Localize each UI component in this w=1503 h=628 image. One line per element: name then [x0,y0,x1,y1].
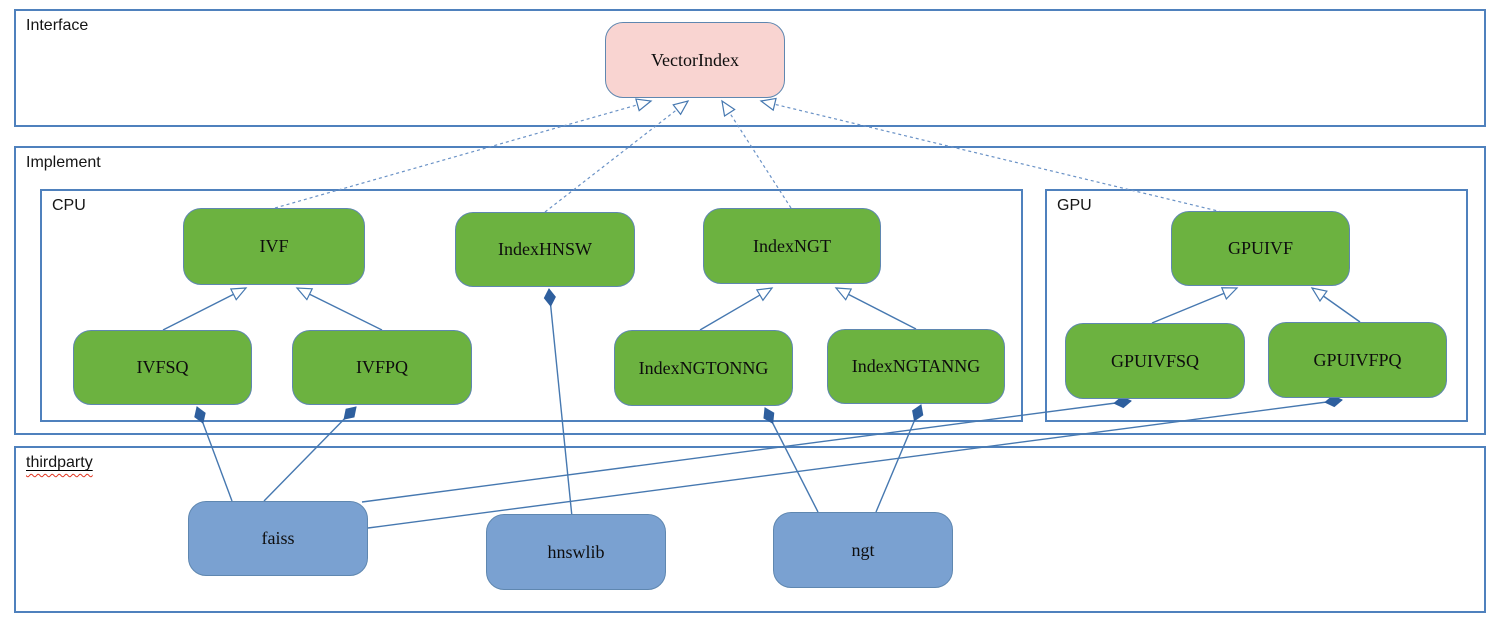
node-ivfsq[interactable]: IVFSQ [73,330,252,405]
node-gpuivfpq-label: GPUIVFPQ [1313,349,1402,370]
edge-gpuivfpq-gpuivf [1310,287,1361,323]
node-gpuivf-label: GPUIVF [1227,238,1293,258]
edge-indexngtanng-indexngt [834,287,917,330]
node-hnswlib[interactable]: hnswlib [486,514,666,590]
container-interface-label: Interface [26,17,89,34]
node-faiss[interactable]: faiss [188,501,368,576]
container-implement-label: Implement [26,154,101,171]
node-indexngtonng[interactable]: IndexNGTONNG [614,330,793,406]
edge-faiss-ivfpq [263,406,357,502]
edge-gpuivfsq-gpuivf [1151,287,1239,324]
container-gpu-label: GPU [1057,197,1092,214]
node-ivf[interactable]: IVF [183,208,365,285]
node-gpuivfpq[interactable]: GPUIVFPQ [1268,322,1447,398]
node-ngt[interactable]: ngt [773,512,953,588]
node-ivfsq-label: IVFSQ [136,357,189,377]
container-gpu: GPU [1045,189,1468,422]
node-vectorindex[interactable]: VectorIndex [605,22,785,98]
edge-faiss-gpuivfpq [367,395,1343,529]
node-vectorindex-label: VectorIndex [651,49,739,70]
edge-ngt-indexngtanng [875,404,924,513]
node-ivfpq[interactable]: IVFPQ [292,330,472,405]
node-ngt-label: ngt [851,539,875,560]
node-indexngt-label: IndexNGT [753,235,831,256]
edge-ivfpq-ivf [295,287,383,331]
node-gpuivfsq-label: GPUIVFSQ [1110,350,1200,371]
edge-indexhnsw-vectorindex [544,100,690,213]
node-indexngtanng[interactable]: IndexNGTANNG [827,329,1005,404]
node-indexngtonng-label: IndexNGTONNG [638,357,769,378]
edge-faiss-ivfsq [194,406,233,502]
node-gpuivf[interactable]: GPUIVF [1171,211,1350,286]
container-interface: Interface [14,9,1486,127]
node-hnswlib-label: hnswlib [547,541,605,562]
node-indexhnsw[interactable]: IndexHNSW [455,212,635,287]
node-indexhnsw-label: IndexHNSW [498,239,592,259]
container-implement: Implement [14,146,1486,435]
edge-hnswlib-indexhnsw [543,288,573,518]
node-faiss-label: faiss [261,528,295,548]
edge-ngt-indexngtonng [763,407,819,513]
container-thirdparty: thirdparty [14,446,1486,613]
edge-indexngtonng-indexngt [699,287,774,331]
edge-ivf-vectorindex [274,98,653,209]
node-indexngt[interactable]: IndexNGT [703,208,881,284]
node-ivf-label: IVF [259,236,289,256]
node-gpuivfsq[interactable]: GPUIVFSQ [1065,323,1245,399]
edge-ivfsq-ivf [162,287,248,331]
edge-indexngt-vectorindex [721,99,792,209]
container-cpu: CPU [40,189,1023,422]
node-ivfpq-label: IVFPQ [355,357,408,377]
node-indexngtanng-label: IndexNGTANNG [851,356,981,376]
edge-faiss-gpuivfsq [361,396,1132,503]
edge-gpuivf-vectorindex [759,97,1223,213]
container-thirdparty-label: thirdparty [26,454,93,471]
container-cpu-label: CPU [52,197,86,214]
